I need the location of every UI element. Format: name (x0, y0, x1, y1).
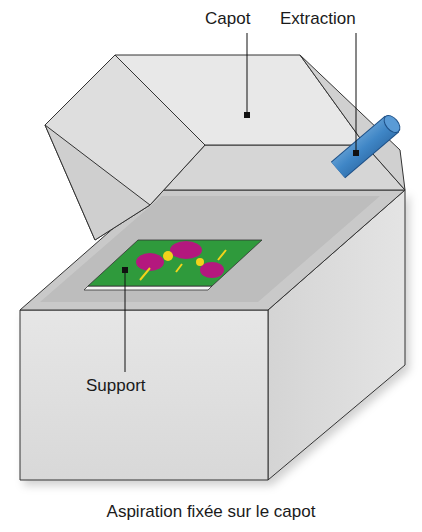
box-opening (20, 190, 405, 310)
leader-lines (125, 33, 356, 372)
figure-caption: Aspiration fixée sur le capot (0, 502, 422, 522)
hood (45, 55, 405, 240)
part-label: Extraction (280, 9, 356, 29)
support-sheet (84, 240, 262, 290)
extraction-tube (338, 112, 403, 170)
part-label: Capot (205, 9, 250, 29)
part-label: Support (86, 376, 146, 396)
box-front (20, 310, 268, 480)
leader-dots (122, 112, 359, 273)
